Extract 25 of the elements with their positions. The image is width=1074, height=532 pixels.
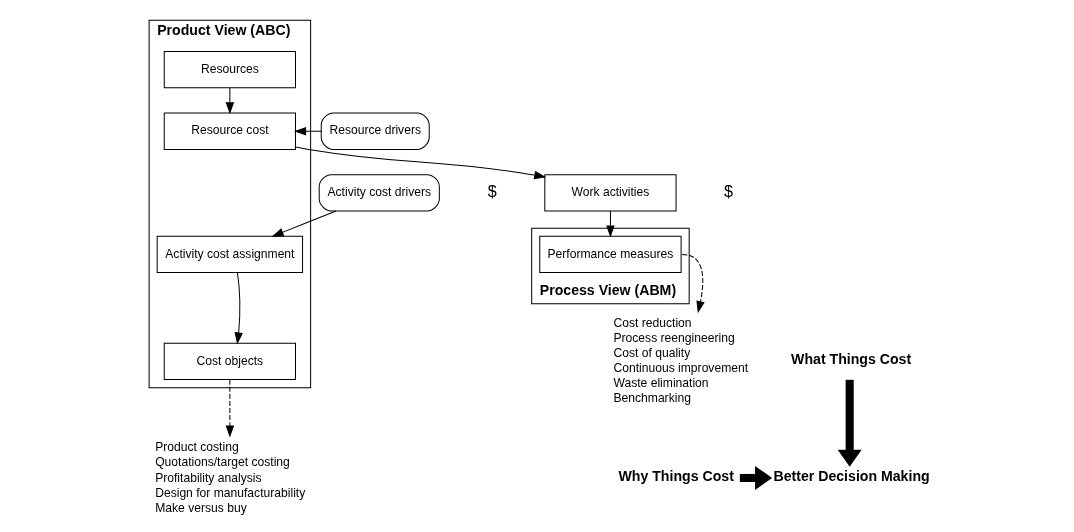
node-text: Product costing Quotations/target costing Profitability analysis Design for manufacturability Make versus buy [154, 440, 305, 515]
arrow [225, 87, 234, 115]
arrow [837, 379, 862, 467]
arrow [225, 379, 234, 438]
node-box: Activity cost assignment [156, 235, 303, 274]
node-box: Work activities [543, 174, 677, 212]
arrow [294, 146, 546, 180]
label: $ [487, 181, 497, 200]
arrow [681, 253, 705, 314]
node-box: Resource drivers [320, 112, 430, 150]
label: $ [723, 181, 733, 200]
node-text: Why Things Cost [618, 467, 734, 484]
arrow [739, 466, 772, 490]
node-text: Cost reduction Process reengineering Cost of quality Continuous improvement Waste elimination Benchmarking [612, 315, 748, 406]
arrow [293, 127, 322, 136]
node-text: Better Decision Making [772, 467, 930, 484]
arrow [605, 210, 615, 238]
node-box: Activity cost drivers [318, 174, 440, 212]
arrow [271, 210, 337, 237]
arrow [233, 272, 243, 345]
node-box: Resources [163, 51, 296, 89]
node-box: Resource cost [163, 112, 296, 150]
node-box: Cost objects [163, 342, 296, 381]
node-box: Performance measures [538, 235, 682, 274]
node-text: What Things Cost [790, 351, 911, 368]
